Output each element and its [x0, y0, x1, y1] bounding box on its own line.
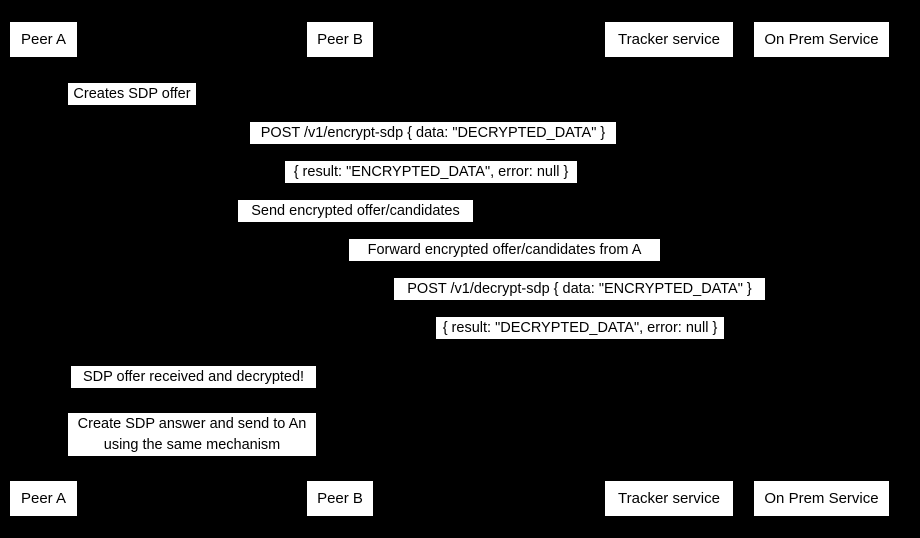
- message-line: SDP offer received and decrypted!: [82, 368, 305, 385]
- message-line: Forward encrypted offer/candidates from …: [367, 241, 642, 258]
- message-label-decrypt-sdp-result: { result: "DECRYPTED_DATA", error: null …: [436, 317, 724, 339]
- message-line: Creates SDP offer: [73, 85, 191, 102]
- message-line: POST /v1/encrypt-sdp { data: "DECRYPTED_…: [260, 124, 606, 141]
- message-label-send-encrypted-offer: Send encrypted offer/candidates: [238, 200, 473, 222]
- message-label-forward-encrypted-offer: Forward encrypted offer/candidates from …: [349, 239, 660, 261]
- message-line: POST /v1/decrypt-sdp { data: "ENCRYPTED_…: [407, 280, 752, 297]
- message-line: Create SDP answer and send to An: [77, 415, 307, 432]
- actor-label: Peer B: [317, 490, 363, 507]
- actor-box-peer-b-bottom: Peer B: [307, 481, 373, 516]
- message-line: { result: "ENCRYPTED_DATA", error: null …: [293, 163, 569, 180]
- actor-label: On Prem Service: [764, 31, 879, 48]
- actor-label: On Prem Service: [764, 490, 879, 507]
- actor-box-tracker-service-bottom: Tracker service: [605, 481, 733, 516]
- actor-box-peer-a-bottom: Peer A: [10, 481, 77, 516]
- message-label-sdp-offer-received: SDP offer received and decrypted!: [71, 366, 316, 388]
- message-line: { result: "DECRYPTED_DATA", error: null …: [442, 319, 718, 336]
- message-line: using the same mechanism: [103, 436, 281, 453]
- message-label-post-decrypt-sdp: POST /v1/decrypt-sdp { data: "ENCRYPTED_…: [394, 278, 765, 300]
- message-line: Send encrypted offer/candidates: [251, 202, 460, 219]
- actor-box-on-prem-service-bottom: On Prem Service: [754, 481, 889, 516]
- actor-label: Peer A: [20, 490, 67, 507]
- actor-label: Tracker service: [618, 31, 720, 48]
- actor-box-peer-b-top: Peer B: [307, 22, 373, 57]
- actor-label: Peer A: [20, 31, 67, 48]
- message-label-encrypt-sdp-result: { result: "ENCRYPTED_DATA", error: null …: [285, 161, 577, 183]
- actor-box-peer-a-top: Peer A: [10, 22, 77, 57]
- message-label-post-encrypt-sdp: POST /v1/encrypt-sdp { data: "DECRYPTED_…: [250, 122, 616, 144]
- message-label-creates-sdp-offer: Creates SDP offer: [68, 83, 196, 105]
- actor-label: Peer B: [317, 31, 363, 48]
- actor-box-on-prem-service-top: On Prem Service: [754, 22, 889, 57]
- actor-label: Tracker service: [618, 490, 720, 507]
- actor-box-tracker-service-top: Tracker service: [605, 22, 733, 57]
- message-label-create-sdp-answer: Create SDP answer and send to An using th…: [68, 413, 316, 456]
